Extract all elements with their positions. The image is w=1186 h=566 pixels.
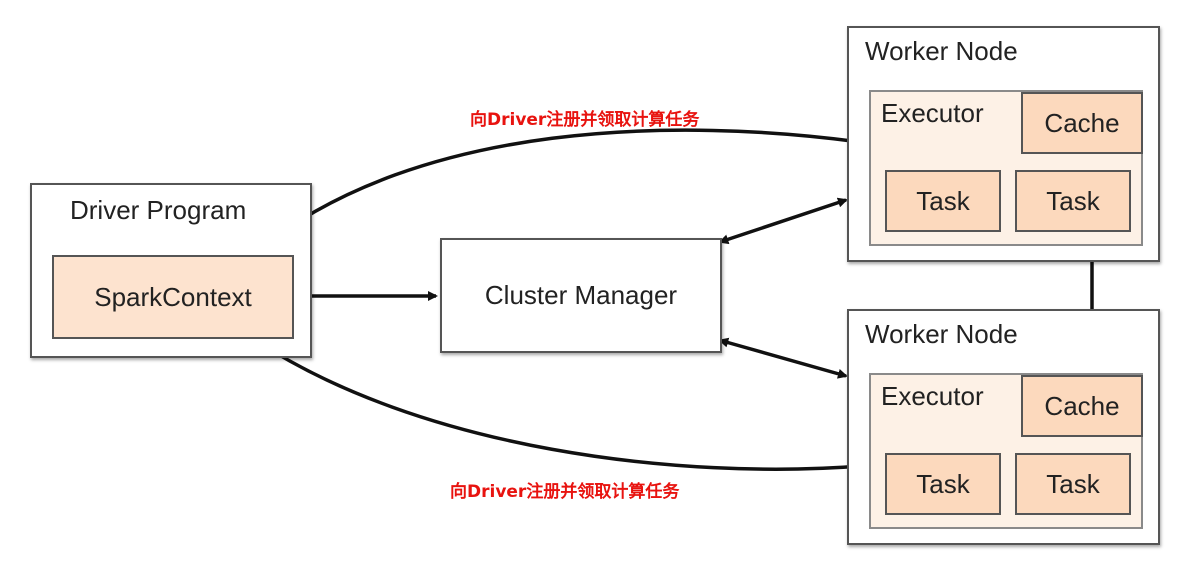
driver-program-title: Driver Program	[70, 195, 247, 225]
arrow-cluster-manager-worker2	[718, 337, 848, 379]
task-box: Task	[1015, 453, 1131, 515]
spark-context-box: SparkContext	[52, 255, 294, 339]
task-box: Task	[885, 170, 1001, 232]
cluster-manager-box: Cluster Manager	[440, 238, 722, 353]
executor-label: Executor	[881, 98, 984, 128]
annotation-top: 向Driver注册并领取计算任务	[470, 110, 700, 130]
executor-box: Executor Cache Task Task	[869, 373, 1143, 529]
executor-label: Executor	[881, 381, 984, 411]
arrow-sparkcontext-worker1	[251, 128, 862, 256]
arrow-cluster-manager-worker1	[718, 197, 848, 245]
worker-node-1: Worker Node Executor Cache Task Task	[847, 26, 1160, 262]
task-box: Task	[885, 453, 1001, 515]
worker-node-title: Worker Node	[865, 319, 1018, 349]
cache-box: Cache	[1021, 92, 1143, 154]
task-box: Task	[1015, 170, 1131, 232]
arrow-sparkcontext-worker2	[245, 333, 864, 472]
worker-node-title: Worker Node	[865, 36, 1018, 66]
driver-program-box: Driver Program SparkContext	[30, 183, 312, 358]
cache-box: Cache	[1021, 375, 1143, 437]
executor-box: Executor Cache Task Task	[869, 90, 1143, 246]
worker-node-2: Worker Node Executor Cache Task Task	[847, 309, 1160, 545]
annotation-bottom: 向Driver注册并领取计算任务	[450, 482, 680, 502]
